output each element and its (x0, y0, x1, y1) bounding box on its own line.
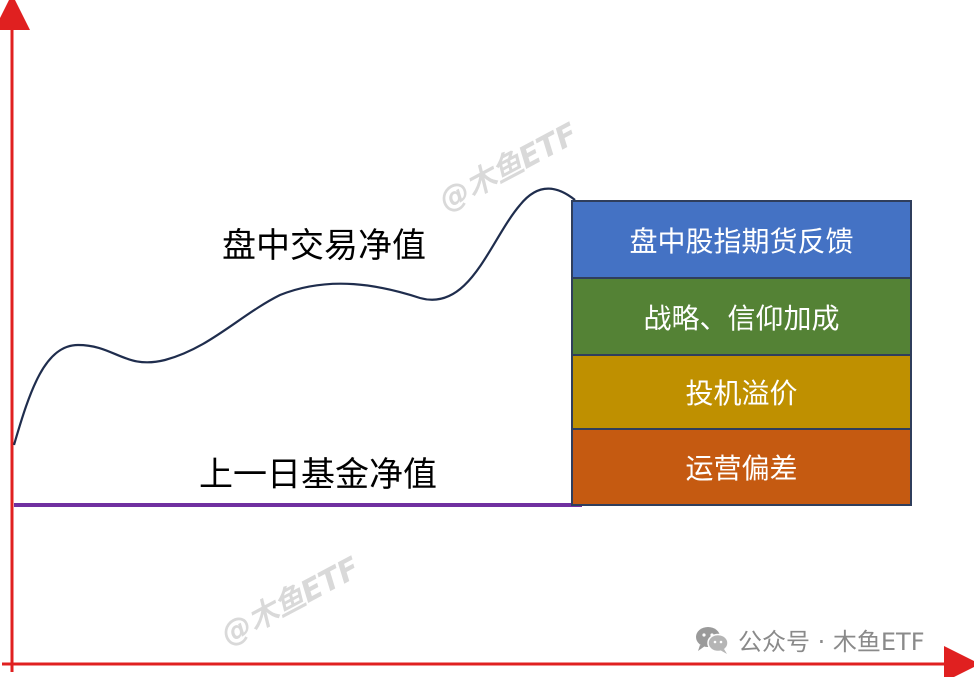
prev-nav-label: 上一日基金净值 (199, 455, 437, 495)
stack-block-strategy-belief: 战略、信仰加成 (573, 279, 910, 356)
stack-block-operating-deviation: 运营偏差 (573, 430, 910, 504)
footer-text: 公众号 · 木鱼ETF (738, 628, 925, 656)
stack-block-futures-feedback: 盘中股指期货反馈 (573, 202, 910, 279)
premium-components-stack: 盘中股指期货反馈 战略、信仰加成 投机溢价 运营偏差 (571, 200, 912, 506)
intraday-nav-label: 盘中交易净值 (222, 226, 426, 266)
footer-credit: 公众号 · 木鱼ETF (694, 622, 925, 657)
wechat-icon (696, 626, 729, 654)
intraday-nav-curve (12, 187, 576, 446)
stack-block-speculative-premium: 投机溢价 (573, 356, 910, 430)
